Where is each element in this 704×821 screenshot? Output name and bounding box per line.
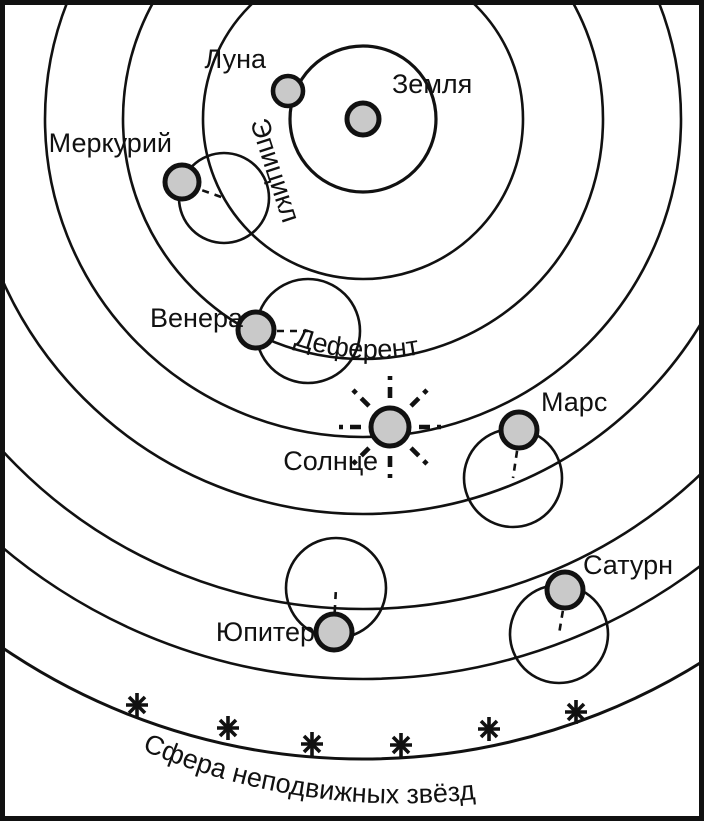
star-icon	[390, 733, 412, 757]
star-icon	[478, 717, 500, 741]
sun-rays	[339, 376, 441, 478]
sun-ray	[351, 446, 371, 466]
label-mars: Марс	[541, 387, 607, 417]
body-jupiter[interactable]	[313, 611, 355, 653]
body-sun[interactable]	[368, 405, 412, 449]
label-moon: Луна	[205, 44, 267, 74]
orbit-sun	[43, 0, 683, 439]
label-earth: Земля	[392, 69, 472, 99]
sun-ray	[409, 388, 429, 408]
sun-ray	[351, 388, 371, 408]
label-saturn: Сатурн	[583, 550, 673, 580]
body-earth[interactable]	[344, 100, 382, 138]
sun-ray	[409, 446, 429, 466]
star-icon	[301, 732, 323, 756]
body-mercury[interactable]	[162, 162, 202, 202]
orbit-moon	[288, 44, 438, 194]
body-mars[interactable]	[498, 409, 540, 451]
body-moon[interactable]	[270, 73, 306, 109]
label-epicycle: Эпицикл	[244, 115, 306, 227]
body-saturn[interactable]	[544, 569, 586, 611]
orbit-saturn	[0, 543, 704, 681]
body-venus[interactable]	[235, 309, 277, 351]
label-deferent: Деферент	[292, 322, 421, 365]
star-icon	[126, 693, 148, 717]
celestial-bodies	[162, 73, 586, 653]
label-mercury: Меркурий	[49, 128, 172, 158]
fixed-stars	[126, 693, 587, 757]
label-sun: Солнце	[283, 446, 378, 476]
star-icon	[217, 716, 239, 740]
orbit-venus	[121, 0, 605, 361]
orbit-mars	[0, 271, 704, 516]
orbit-jupiter	[0, 445, 704, 611]
orbit-mercury	[201, 0, 525, 281]
label-venus: Венера	[150, 303, 244, 333]
star-icon	[565, 700, 587, 724]
label-jupiter: Юпитер	[216, 617, 315, 647]
deferent-orbits	[0, 0, 704, 761]
orbit-star-sphere	[0, 644, 704, 761]
